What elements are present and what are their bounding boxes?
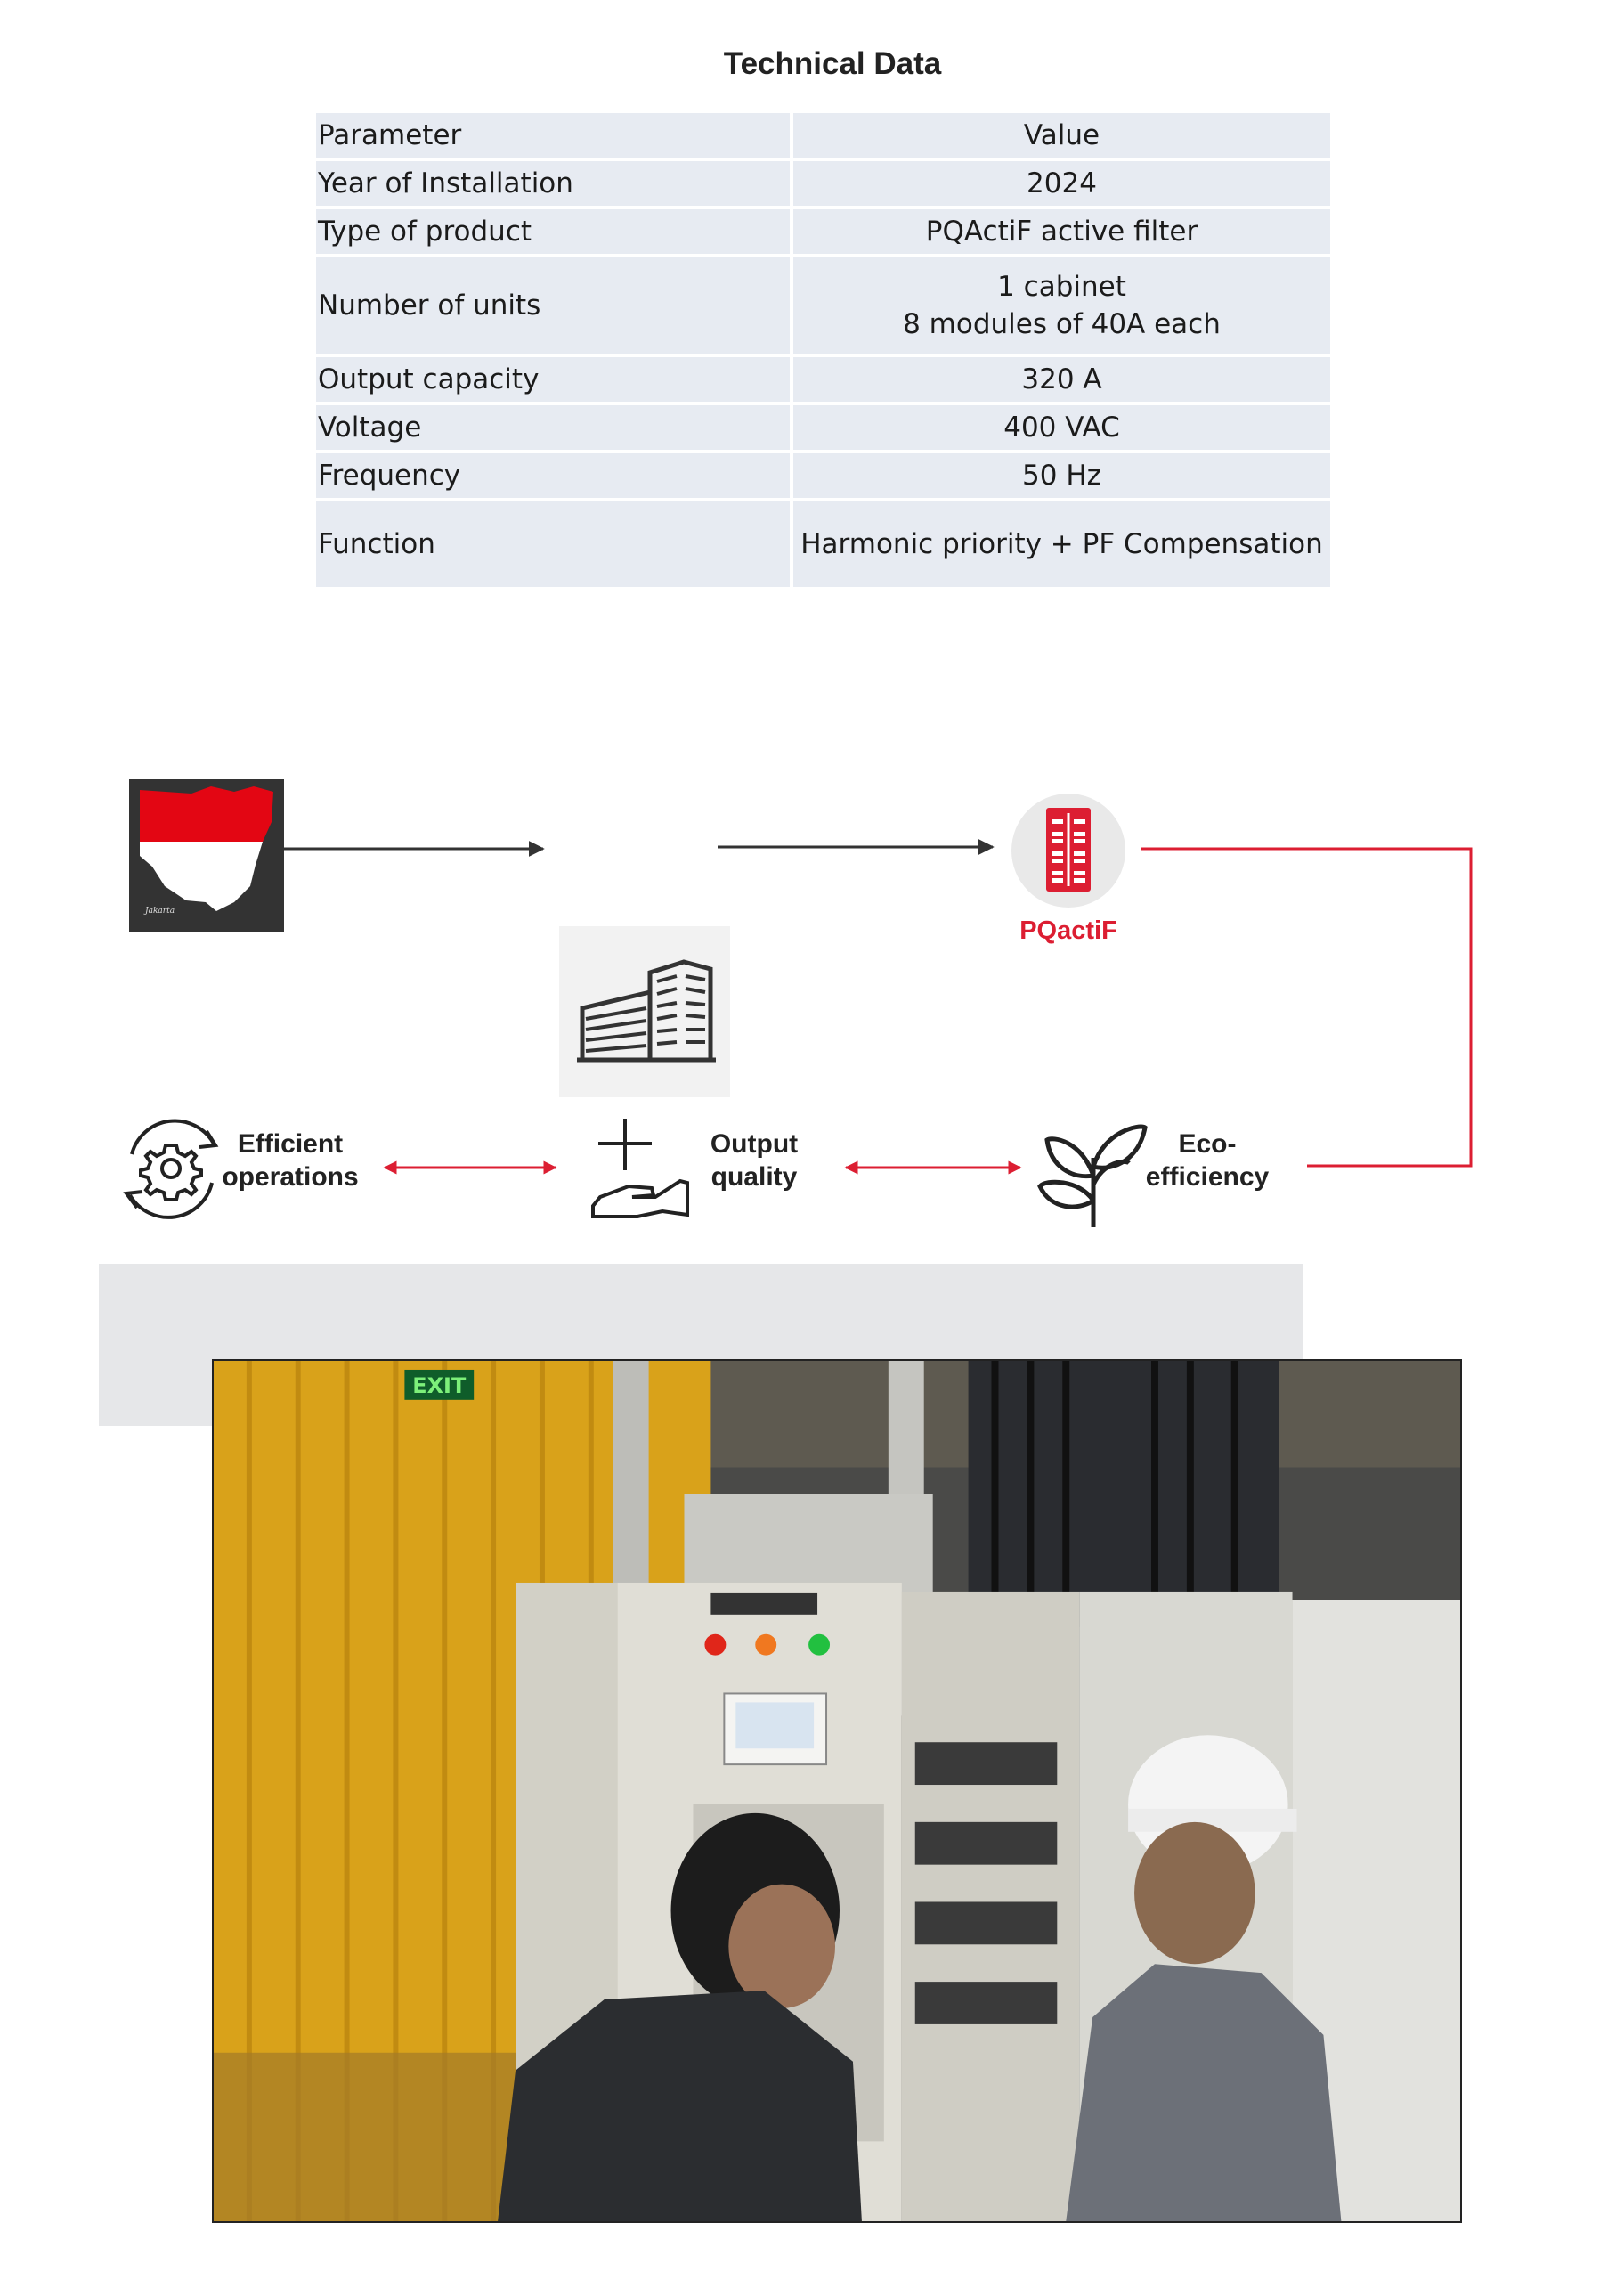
label-line: quality xyxy=(710,1162,798,1192)
flow-diagram-lines xyxy=(283,839,1473,1175)
exit-sign xyxy=(404,1369,475,1400)
table-row: Function Harmonic priority + PF Compensa… xyxy=(313,498,1334,590)
plant-leaf-icon xyxy=(1037,1124,1148,1227)
table-row: Type of product PQActiF active filter xyxy=(313,206,1334,257)
table-row: Frequency 50 Hz xyxy=(313,450,1334,501)
value-cell: 2024 xyxy=(790,158,1334,209)
table-row: Voltage 400 VAC xyxy=(313,402,1334,453)
pqactif-cabinet-icon xyxy=(1011,794,1125,908)
value-line: 8 modules of 40A each xyxy=(903,308,1221,340)
hand-plus-icon xyxy=(591,1119,689,1218)
param-cell: Number of units xyxy=(313,254,793,357)
param-cell: Frequency xyxy=(313,450,793,501)
output-quality-label: Output quality xyxy=(696,1128,812,1193)
param-cell: Output capacity xyxy=(313,354,793,405)
value-line: 1 cabinet xyxy=(997,271,1126,303)
value-cell: PQActiF active filter xyxy=(790,206,1334,257)
value-cell: 50 Hz xyxy=(790,450,1334,501)
value-cell: Harmonic priority + PF Compensation xyxy=(790,498,1334,590)
label-line: efficiency xyxy=(1145,1162,1270,1192)
value-cell: 320 A xyxy=(790,354,1334,405)
table-header-row: Parameter Value xyxy=(313,110,1334,161)
technical-data-table: Parameter Value Year of Installation 202… xyxy=(313,110,1334,590)
person-right xyxy=(1066,1964,1342,2221)
building-icon xyxy=(559,926,730,1097)
efficiency-cycle-icon xyxy=(123,1119,219,1219)
table-row: Output capacity 320 A xyxy=(313,354,1334,405)
value-cell: 400 VAC xyxy=(790,402,1334,453)
param-cell: Function xyxy=(313,498,793,590)
table-row: Number of units 1 cabinet 8 modules of 4… xyxy=(313,254,1334,357)
eco-efficiency-label: Eco- efficiency xyxy=(1136,1128,1279,1193)
header-value: Value xyxy=(790,110,1334,161)
exit-sign-text: EXIT xyxy=(412,1373,467,1398)
indonesia-map-icon: Jakarta xyxy=(129,779,284,932)
page-title: Technical Data xyxy=(723,46,942,81)
header-parameter: Parameter xyxy=(313,110,793,161)
indicator-light-red xyxy=(704,1633,727,1656)
installation-photo: EXIT xyxy=(212,1359,1462,2223)
param-cell: Voltage xyxy=(313,402,793,453)
indicator-light-green xyxy=(808,1633,831,1656)
param-cell: Year of Installation xyxy=(313,158,793,209)
label-line: Output xyxy=(710,1129,799,1159)
indicator-light-orange xyxy=(755,1633,777,1656)
pqactif-label: PQactiF xyxy=(1019,916,1117,945)
table-row: Year of Installation 2024 xyxy=(313,158,1334,209)
person-left xyxy=(498,1991,862,2221)
efficient-operations-label: Efficient operations xyxy=(219,1128,361,1193)
value-cell: 1 cabinet 8 modules of 40A each xyxy=(790,254,1334,357)
label-line: Efficient xyxy=(237,1129,344,1159)
param-cell: Type of product xyxy=(313,206,793,257)
label-line: operations xyxy=(222,1162,359,1192)
svg-text:Jakarta: Jakarta xyxy=(143,907,175,916)
feedback-line-red xyxy=(1141,847,1473,1168)
label-line: Eco- xyxy=(1178,1129,1237,1159)
